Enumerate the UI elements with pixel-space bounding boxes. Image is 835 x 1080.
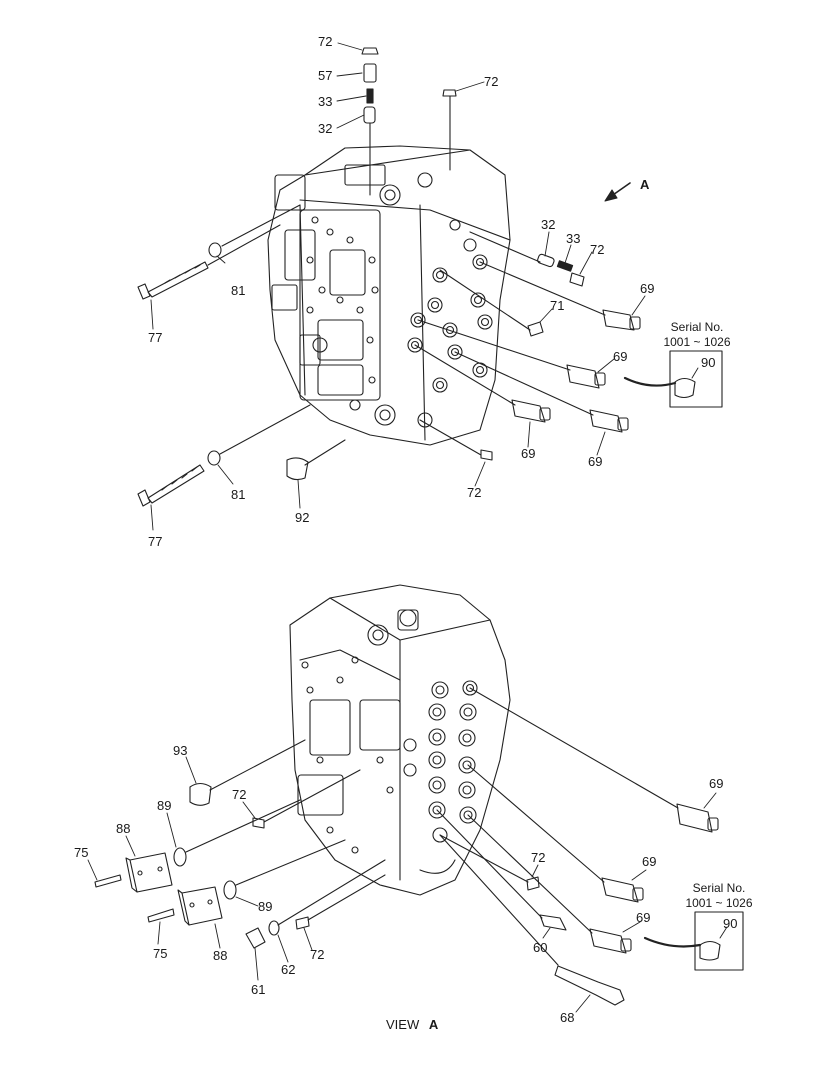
label-89: 89 (258, 899, 273, 914)
control-valve-body-top (267, 145, 511, 446)
plug-72-right (569, 272, 585, 287)
solenoid-69-top-3 (414, 344, 551, 423)
plug-72-bottom-left (252, 817, 265, 829)
label-90: 90 (701, 355, 716, 370)
bolt-77-lower (137, 464, 205, 507)
label-69: 69 (640, 281, 655, 296)
view-caption-letter: A (428, 1017, 439, 1032)
view-caption-word: VIEW (386, 1017, 420, 1032)
label-75: 75 (153, 946, 168, 961)
serial-number-note-bottom: Serial No. 1001 ~ 1026 (680, 881, 758, 911)
plug-72-bottom-right (526, 876, 540, 891)
label-88: 88 (116, 821, 131, 836)
label-71: 71 (550, 298, 565, 313)
plug-72-bottom (295, 916, 310, 930)
control-valve-body-bottom (289, 584, 511, 896)
label-32: 32 (318, 121, 333, 136)
label-89: 89 (157, 798, 172, 813)
plug-72-lower-top (480, 449, 493, 461)
label-33: 33 (566, 231, 581, 246)
plug-93 (189, 782, 212, 806)
label-72: 72 (531, 850, 546, 865)
label-72: 72 (467, 485, 482, 500)
label-69: 69 (521, 446, 536, 461)
poppet-32-right (537, 253, 555, 268)
label-72: 72 (318, 34, 333, 49)
serial-range: 1001 ~ 1026 (685, 896, 753, 910)
label-60: 60 (533, 940, 548, 955)
label-69: 69 (613, 349, 628, 364)
bolt-75-a (94, 874, 122, 888)
label-93: 93 (173, 743, 188, 758)
view-arrow-label: A (640, 177, 650, 192)
oring-62 (268, 920, 280, 936)
oring-89-a (173, 847, 187, 867)
cover-88-b (181, 886, 223, 926)
label-75: 75 (74, 845, 89, 860)
washer-81-lower (207, 450, 221, 466)
bolt-77-top (137, 224, 281, 300)
label-69: 69 (636, 910, 651, 925)
cover-88-a (129, 852, 173, 893)
label-72: 72 (310, 947, 325, 962)
solenoid-69-bottom-1 (469, 687, 719, 833)
label-72: 72 (232, 787, 247, 802)
solenoid-69-bottom-2 (467, 764, 644, 903)
label-77: 77 (148, 534, 163, 549)
plug-71 (527, 321, 544, 337)
spring-33-top (366, 88, 374, 104)
label-33: 33 (318, 94, 333, 109)
bolt-75-b (147, 908, 175, 923)
serial-box-top (669, 350, 723, 408)
sensor-68 (554, 965, 625, 1006)
spring-33-right (556, 260, 574, 272)
label-92: 92 (295, 510, 310, 525)
fitting-60 (539, 914, 567, 931)
serial-title: Serial No. (692, 881, 746, 895)
oring-89-b (223, 880, 237, 900)
plug-72-right-top (442, 89, 457, 171)
label-72: 72 (484, 74, 499, 89)
label-69: 69 (709, 776, 724, 791)
label-69: 69 (642, 854, 657, 869)
label-90: 90 (723, 916, 738, 931)
serial-box-bottom (694, 911, 744, 971)
solenoid-69-top-4 (454, 351, 629, 433)
view-arrow-a (604, 182, 631, 202)
poppet-32-top (363, 106, 376, 124)
serial-range: 1001 ~ 1026 (663, 335, 731, 349)
label-81: 81 (231, 283, 246, 298)
washer-81-top (208, 242, 222, 258)
label-57: 57 (318, 68, 333, 83)
label-81: 81 (231, 487, 246, 502)
label-32: 32 (541, 217, 556, 232)
view-caption: VIEW A (386, 1017, 438, 1032)
solenoid-69-bottom-3 (467, 814, 632, 954)
plug-92 (286, 457, 309, 481)
solenoid-69-top-1 (479, 261, 641, 331)
solenoid-69-top-2 (417, 319, 606, 389)
serial-title: Serial No. (670, 320, 724, 334)
plug-72-top (361, 47, 379, 55)
label-72: 72 (590, 242, 605, 257)
serial-number-note-top: Serial No. 1001 ~ 1026 (658, 320, 736, 350)
label-68: 68 (560, 1010, 575, 1025)
label-61: 61 (251, 982, 266, 997)
label-88: 88 (213, 948, 228, 963)
label-77: 77 (148, 330, 163, 345)
plug-61 (245, 927, 266, 949)
label-62: 62 (281, 962, 296, 977)
label-69: 69 (588, 454, 603, 469)
part-57 (363, 63, 377, 83)
